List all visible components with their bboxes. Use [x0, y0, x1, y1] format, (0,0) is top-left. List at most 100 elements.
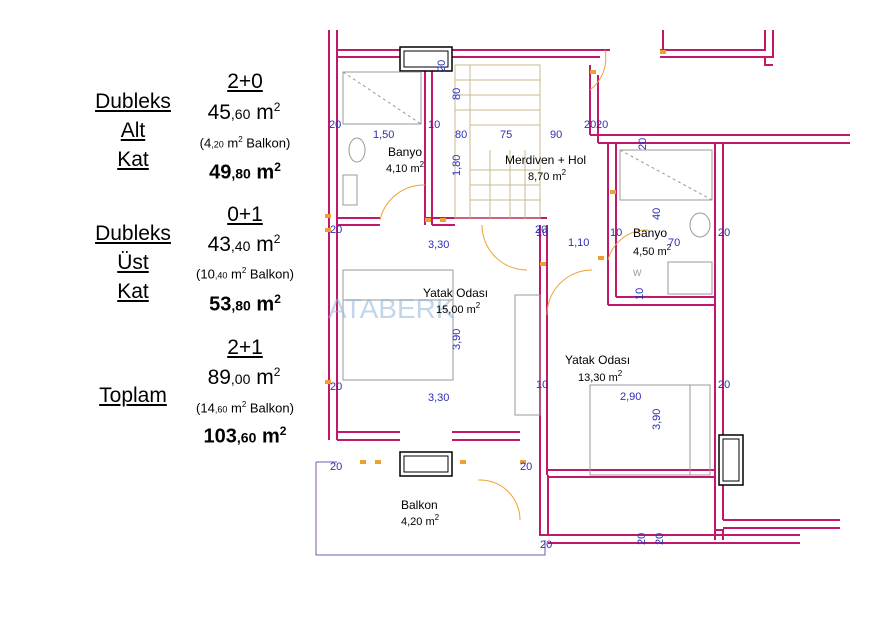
wall-bottom-right — [547, 469, 715, 478]
marker — [375, 460, 381, 464]
marker — [440, 218, 446, 222]
door-banyo2 — [607, 229, 649, 261]
room-area-superscript: 2 — [420, 160, 425, 169]
door-yatak1 — [481, 224, 528, 271]
legend-total-alt: 49,80 m2 — [190, 160, 300, 185]
legend-area-ust: 43,40 m2 — [189, 232, 299, 257]
room-area-superscript: 2 — [562, 168, 567, 177]
marker — [540, 262, 546, 266]
balkon-int: (4 — [199, 135, 212, 151]
wall-top-left — [337, 49, 400, 58]
wall-lower-left — [539, 475, 549, 536]
wall-lower-right — [714, 529, 724, 540]
room-area-superscript: 2 — [618, 369, 623, 378]
door-top — [589, 49, 607, 91]
dimension-label: 10 — [536, 379, 548, 391]
stair-treads-bottom — [470, 169, 540, 201]
wall-banyo2-bottom — [608, 296, 715, 306]
stair-outline — [454, 64, 541, 219]
room-area-yatak-1: 15,00 m2 — [436, 301, 481, 316]
banyo1-sink — [342, 174, 358, 206]
dimension-label: 90 — [550, 129, 562, 141]
room-name-merdiven: Merdiven + Hol — [505, 153, 586, 167]
stair — [454, 64, 541, 219]
total-dec: ,80 — [231, 297, 251, 314]
legend-label-dubleks-ust-line2: Üst — [117, 251, 149, 274]
legend-area-alt: 45,60 m2 — [189, 100, 299, 125]
area-unit: m — [256, 233, 274, 256]
dimension-label: 1,80 — [451, 155, 463, 176]
doors — [379, 49, 649, 521]
wall-hall-right — [589, 65, 599, 143]
area-dec: ,00 — [230, 371, 251, 387]
balkon-dec: ,20 — [211, 139, 224, 150]
dimension-label: 20 — [330, 461, 342, 473]
superscript: 2 — [274, 160, 281, 174]
room-area-superscript: 2 — [667, 243, 672, 252]
dimension-label: 80 — [451, 88, 463, 100]
wardrobe — [514, 294, 541, 416]
banyo2-toilet — [689, 212, 711, 238]
total-unit: m — [261, 425, 280, 448]
balkon-word: Balkon) — [246, 135, 291, 151]
balkon-unit: m — [230, 400, 242, 416]
area-int: 43 — [207, 233, 231, 256]
room-area-banyo-1: 4,10 m2 — [386, 160, 425, 175]
balkon-word: Balkon) — [249, 266, 294, 282]
superscript: 2 — [273, 232, 281, 246]
superscript: 2 — [238, 135, 243, 144]
room-name-banyo-1: Banyo — [388, 145, 422, 159]
bed-1 — [342, 269, 454, 381]
window-right-inner — [722, 438, 740, 482]
wall-banyo1-bottom — [337, 217, 380, 226]
dimension-label: 20 — [596, 119, 608, 131]
marker — [425, 218, 431, 222]
watermark: ATABERK — [328, 293, 455, 324]
marker — [360, 460, 366, 464]
dimension-label: 75 — [500, 129, 512, 141]
fixtures — [342, 71, 713, 476]
legend-balkon-alt: (4,20 m2 Balkon) — [185, 135, 305, 150]
total-int: 53 — [209, 293, 232, 316]
total-int: 49 — [209, 161, 232, 184]
area-unit: m — [256, 101, 274, 124]
dimension-label: 20 — [535, 224, 547, 236]
room-name-balkon: Balkon — [401, 498, 438, 512]
dimension-label: 2,90 — [620, 391, 641, 403]
marker — [610, 190, 616, 194]
room-name-yatak-1: Yatak Odası — [423, 286, 488, 300]
banyo2-shower-diagonal — [619, 149, 713, 201]
wall-bottom-left — [337, 431, 400, 441]
superscript: 2 — [241, 400, 247, 409]
dimension-label: 20 — [584, 119, 596, 131]
dimension-label: 20 — [520, 461, 532, 473]
dimension-label: 20 — [654, 533, 666, 545]
room-area-banyo-2: 4,50 m2 — [633, 243, 672, 258]
wall-lower-bottom — [548, 534, 800, 544]
banyo1-toilet — [348, 137, 366, 163]
total-unit: m — [256, 161, 275, 184]
balkon-int: (10 — [196, 266, 215, 282]
area-unit: m — [256, 366, 274, 389]
total-int: 103 — [203, 425, 237, 448]
total-unit: m — [256, 293, 275, 316]
superscript: 2 — [241, 266, 247, 275]
room-area-yatak-2: 13,30 m2 — [578, 369, 623, 384]
wall-hall-top — [590, 134, 850, 144]
legend-balkon-toplam: (14,60 m2 Balkon) — [185, 400, 305, 415]
dimension-label: 3,30 — [428, 392, 449, 404]
dimension-label: 10 — [428, 119, 440, 131]
room-area-merdiven: 8,70 m2 — [528, 168, 567, 183]
legend-label-dubleks-alt-line3: Kat — [117, 148, 149, 171]
legend-combo-toplam: 2+1 — [227, 336, 263, 359]
marker — [325, 380, 331, 384]
stair-balusters — [489, 150, 526, 218]
stair-treads-top — [455, 79, 540, 126]
balkon-dec: ,60 — [214, 404, 228, 415]
banyo1-shower — [342, 71, 422, 125]
door-balkon — [477, 479, 521, 521]
wall-banyo1-right — [424, 57, 433, 225]
legend-label-dubleks-ust-line3: Kat — [117, 280, 149, 303]
wall-left-outer — [328, 30, 338, 440]
wall-top-mid — [452, 49, 610, 58]
